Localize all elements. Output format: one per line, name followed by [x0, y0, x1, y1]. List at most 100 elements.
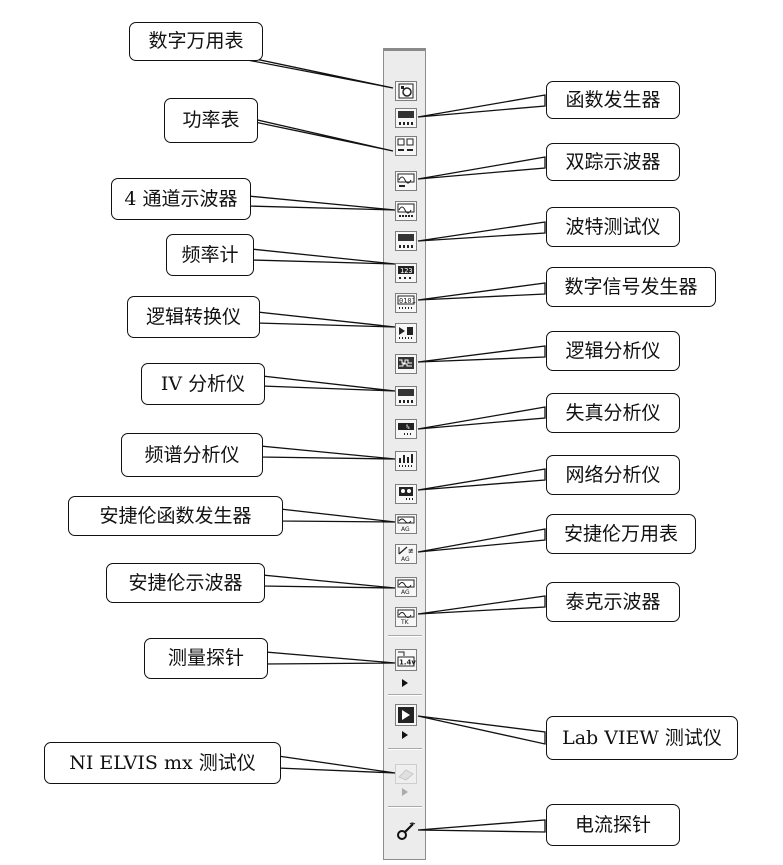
bode-plotter-icon[interactable]	[395, 231, 417, 251]
function-generator-icon[interactable]	[395, 108, 417, 128]
agilent-multimeter-icon[interactable]: ≢AG	[395, 544, 417, 564]
word-generator-icon[interactable]: 0101	[395, 293, 417, 313]
logic-analyzer-icon[interactable]	[395, 354, 417, 374]
svg-text:AG: AG	[401, 556, 410, 563]
callout-agilent-multimeter: 安捷伦万用表	[546, 514, 696, 554]
pointer-frequency-counter	[250, 248, 396, 265]
pointer-4ch-oscilloscope	[247, 195, 396, 211]
svg-text:AG: AG	[401, 589, 410, 596]
callout-iv-analyzer: IV 分析仪	[141, 363, 265, 405]
svg-text:123: 123	[400, 267, 413, 275]
instrument-toolbar: 123 0101 % AG ≢AG AG TK 1.4v	[383, 48, 426, 860]
pointer-bode-plotter	[417, 221, 546, 242]
network-analyzer-icon[interactable]	[395, 484, 417, 504]
multimeter-icon[interactable]	[395, 81, 417, 101]
logic-converter-icon[interactable]	[395, 323, 417, 343]
callout-label: 测量探针	[167, 647, 244, 669]
probe-readout: 1.4v	[399, 659, 416, 667]
distortion-analyzer-icon[interactable]: %	[395, 419, 417, 439]
pointer-measurement-probe	[264, 651, 396, 665]
callout-tektronix-oscilloscope: 泰克示波器	[546, 582, 680, 622]
callout-label: 安捷伦函数发生器	[99, 504, 252, 527]
callout-agilent-oscilloscope: 安捷伦示波器	[106, 563, 265, 603]
callout-logic-analyzer: 逻辑分析仪	[546, 331, 680, 371]
toolbar-separator	[388, 748, 422, 750]
tektronix-oscilloscope-icon[interactable]: TK	[395, 607, 417, 627]
callout-multimeter: 数字万用表	[129, 22, 263, 61]
callout-function-generator: 函数发生器	[546, 81, 680, 119]
callout-word-generator: 数字信号发生器	[546, 267, 716, 307]
toolbar-separator	[388, 635, 422, 637]
callout-label: IV 分析仪	[160, 372, 246, 395]
callout-label: 频谱分析仪	[144, 443, 240, 466]
elvis-flyout-arrow-icon	[402, 788, 408, 796]
pointer-multimeter	[231, 56, 394, 89]
labview-instrument-icon[interactable]	[395, 704, 417, 726]
four-channel-oscilloscope-icon[interactable]	[395, 201, 417, 221]
callout-label: Lab VIEW 测试仪	[562, 726, 722, 749]
callout-label: 安捷伦万用表	[563, 522, 678, 545]
callout-label: 泰克示波器	[565, 590, 661, 613]
callout-4ch-oscilloscope: 4 通道示波器	[111, 178, 251, 220]
pointer-spectrum-analyzer	[259, 445, 396, 460]
pointer-logic-converter	[256, 311, 396, 328]
callout-bode-plotter: 波特测试仪	[546, 207, 680, 247]
agilent-oscilloscope-icon[interactable]: AG	[395, 577, 417, 597]
pointer-labview	[417, 715, 546, 745]
callout-label: 数字信号发生器	[564, 275, 698, 298]
callout-label: 4 通道示波器	[124, 187, 238, 210]
toolbar-separator	[388, 694, 422, 696]
svg-text:≢: ≢	[408, 547, 414, 555]
svg-text:TK: TK	[400, 619, 410, 626]
callout-label: NI ELVIS mx 测试仪	[69, 751, 256, 774]
agilent-function-generator-icon[interactable]: AG	[395, 514, 417, 534]
callout-label: 安捷伦示波器	[128, 571, 243, 594]
callout-label: 波特测试仪	[565, 215, 661, 238]
pointer-logic-analyzer	[417, 345, 546, 363]
toolbar-separator	[388, 806, 422, 808]
pointer-function-generator	[417, 94, 546, 118]
svg-text:%: %	[406, 424, 410, 431]
iv-analyzer-icon[interactable]	[395, 386, 417, 406]
pointer-distortion-analyzer	[417, 406, 546, 430]
ni-elvis-instrument-icon	[395, 764, 417, 784]
oscilloscope-icon[interactable]	[395, 171, 417, 191]
callout-label: 逻辑转换仪	[145, 305, 241, 328]
callout-label: 网络分析仪	[565, 463, 661, 486]
measurement-probe-icon[interactable]: 1.4v	[395, 649, 417, 671]
callout-measurement-probe: 测量探针	[144, 638, 268, 679]
callout-current-probe: 电流探针	[546, 804, 680, 846]
callout-label: 失真分析仪	[565, 401, 661, 424]
pointer-agilent-oscilloscope	[261, 574, 396, 589]
spectrum-analyzer-icon[interactable]	[395, 451, 417, 471]
callout-wattmeter: 功率表	[164, 98, 258, 143]
callout-spectrum-analyzer: 频谱分析仪	[121, 433, 263, 477]
frequency-counter-icon[interactable]: 123	[395, 263, 417, 283]
callout-network-analyzer: 网络分析仪	[546, 455, 680, 495]
callout-frequency-counter: 频率计	[166, 234, 254, 276]
callout-label: 频率计	[181, 243, 239, 266]
pointer-oscilloscope	[417, 156, 546, 180]
pointer-word-generator	[417, 282, 546, 301]
callout-oscilloscope: 双踪示波器	[546, 143, 680, 181]
callout-label: 电流探针	[574, 813, 651, 836]
wattmeter-icon[interactable]	[395, 136, 417, 156]
probe-flyout-arrow-icon[interactable]	[402, 679, 408, 687]
callout-label: 逻辑分析仪	[565, 339, 661, 362]
callout-distortion-analyzer: 失真分析仪	[546, 393, 680, 433]
callout-label: 功率表	[182, 109, 240, 131]
pointer-ni-elvis	[277, 755, 396, 774]
pointer-tektronix-oscilloscope	[417, 595, 546, 615]
svg-text:0101: 0101	[399, 297, 416, 305]
pointer-current-probe	[417, 819, 546, 833]
pointer-iv-analyzer	[261, 375, 396, 392]
current-probe-icon[interactable]	[395, 820, 417, 842]
labview-flyout-arrow-icon[interactable]	[402, 731, 408, 739]
callout-ni-elvis: NI ELVIS mx 测试仪	[44, 742, 281, 784]
callout-label: 双踪示波器	[565, 150, 661, 173]
callout-labview: Lab VIEW 测试仪	[546, 716, 738, 760]
callout-agilent-function-generator: 安捷伦函数发生器	[68, 496, 283, 536]
pointer-network-analyzer	[417, 468, 546, 491]
callout-label: 数字万用表	[148, 30, 244, 52]
